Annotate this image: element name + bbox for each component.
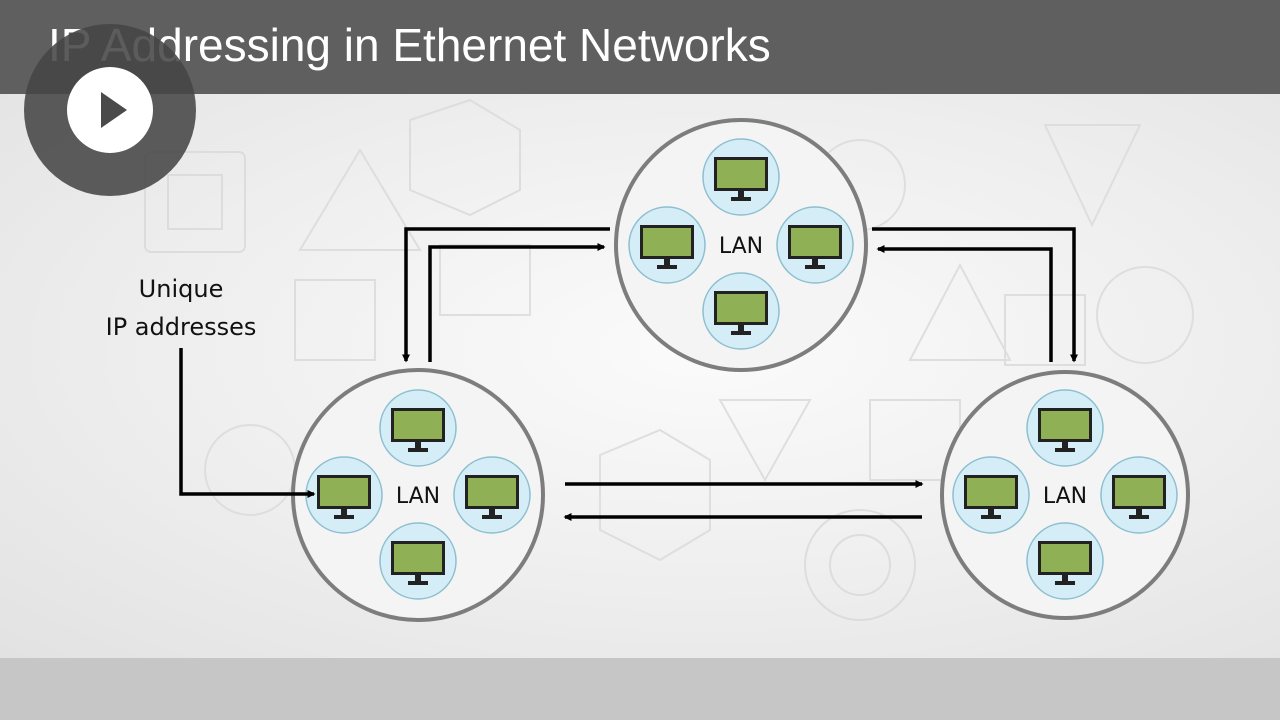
slide-canvas: LAN LAN — [0, 94, 1280, 658]
network-right: LAN — [940, 370, 1190, 620]
node-top-right — [776, 206, 854, 284]
arrow-annotation-pointer — [179, 348, 316, 498]
play-button-inner[interactable] — [67, 67, 153, 153]
node-top-left — [628, 206, 706, 284]
node-left-bottom — [379, 522, 457, 600]
play-button[interactable] — [24, 24, 196, 196]
network-top: LAN — [614, 118, 868, 372]
network-left: LAN — [291, 368, 545, 622]
node-top-bottom — [702, 272, 780, 350]
network-diagram: LAN LAN — [106, 98, 1194, 622]
annotation-line-1: Unique — [139, 275, 224, 303]
connection-arrows — [179, 227, 1078, 521]
lan-label-right: LAN — [1043, 484, 1087, 509]
lan-label-left: LAN — [396, 484, 440, 509]
lan-label-top: LAN — [719, 234, 763, 259]
node-top-top — [702, 138, 780, 216]
arrow-left-to-top — [428, 243, 606, 362]
arrow-top-to-right — [872, 227, 1078, 363]
arrow-right-to-top — [876, 245, 1053, 362]
node-left-right — [453, 456, 531, 534]
annotation-line-2: IP addresses — [106, 313, 257, 341]
node-left-left — [305, 456, 383, 534]
node-left-top — [379, 389, 457, 467]
footer-bar — [0, 658, 1280, 720]
node-right-top — [1026, 389, 1104, 467]
arrow-top-to-left — [402, 227, 610, 363]
node-right-right — [1100, 456, 1178, 534]
title-bar: IP Addressing in Ethernet Networks — [0, 0, 1280, 94]
node-right-bottom — [1026, 522, 1104, 600]
annotation: Unique IP addresses — [106, 275, 257, 341]
node-right-left — [952, 456, 1030, 534]
play-icon — [101, 92, 127, 128]
